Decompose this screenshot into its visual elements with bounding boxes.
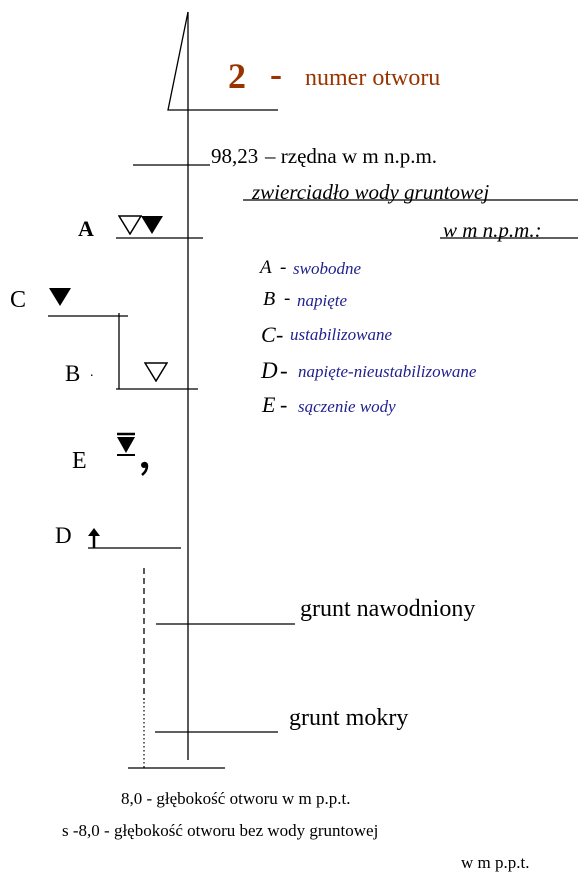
confined-water-open-triangle-icon (144, 362, 168, 382)
legend-sep-c: - (276, 322, 284, 347)
elevation-value: 98,23 (211, 144, 259, 168)
legend-letter-e: E (262, 392, 276, 417)
marker-letter-a: A (78, 216, 94, 241)
legend-letter-b: B (263, 288, 276, 310)
water-table-unit: w m n.p.m.: (443, 218, 542, 242)
legend-letter-c: C (261, 322, 276, 347)
borehole-number: 2 (228, 56, 246, 96)
marker-letter-e: E (72, 448, 87, 474)
soil-saturated-label: grunt nawodniony (300, 596, 476, 622)
seepage-triangle-icon (117, 432, 149, 476)
legend-letter-d: D (261, 358, 278, 383)
marker-letter-b-dot: . (90, 365, 94, 380)
borehole-flag (167, 11, 278, 111)
depth-note-line-2: s -8,0 - głębokość otworu bez wody grunt… (62, 821, 379, 840)
marker-letter-d: D (55, 523, 72, 548)
legend-letter-a: A (260, 257, 272, 278)
unstabilized-water-arrow-icon (88, 528, 100, 548)
legend-desc-c: ustabilizowane (290, 325, 393, 344)
free-water-open-triangle-icon (118, 215, 142, 235)
marker-letter-b: B (65, 361, 81, 386)
water-table-title: zwierciadło wody gruntowej (252, 180, 490, 204)
legend-sep-b: - (284, 288, 291, 309)
marker-letter-c: C (10, 287, 27, 313)
depth-note-line-1: 8,0 - głębokość otworu w m p.p.t. (121, 789, 351, 808)
legend-desc-b: napięte (297, 291, 348, 310)
legend-sep-e: - (280, 392, 288, 417)
legend-desc-a: swobodne (293, 259, 361, 278)
legend-sep-d: - (280, 358, 288, 383)
legend-sep-a: - (280, 257, 287, 278)
borehole-number-dash: - (270, 54, 282, 94)
stabilized-water-triangle-icon (49, 288, 71, 306)
free-water-filled-triangle-icon (141, 216, 163, 234)
elevation-label: – rzędna w m n.p.m. (265, 144, 438, 168)
borehole-number-label: numer otworu (305, 65, 441, 91)
legend-desc-e: sączenie wody (298, 397, 396, 416)
soil-wet-label: grunt mokry (289, 705, 409, 731)
depth-note-line-3: w m p.p.t. (461, 853, 530, 872)
legend-desc-d: napięte-nieustabilizowane (298, 362, 477, 381)
